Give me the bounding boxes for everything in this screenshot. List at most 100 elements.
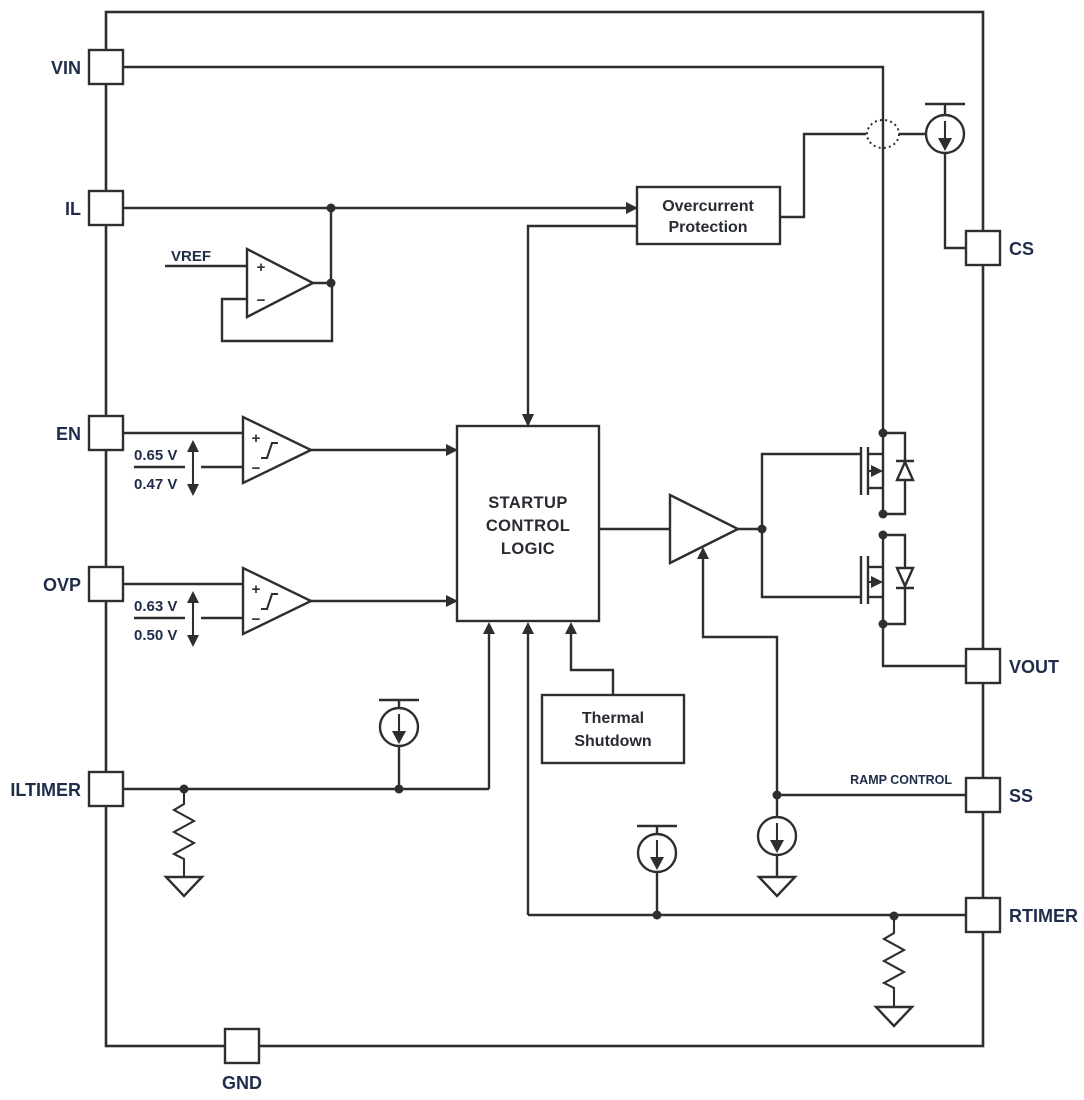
pin-ss [964, 776, 1002, 814]
wire-source-to-cs-pin [943, 153, 966, 250]
ovp-comp-minus: − [252, 611, 261, 628]
opamp-plus: + [257, 259, 266, 276]
pin-il [87, 189, 125, 227]
arrowhead-iltimer-to-startup [483, 622, 495, 634]
pin-cs-label: CS [1009, 239, 1034, 259]
pin-iltimer-label: ILTIMER [10, 780, 81, 800]
junction-fet2-drain [878, 619, 888, 629]
fet1-diode-bottom-lead [883, 480, 907, 516]
junction-iltimer-resistor [179, 784, 189, 794]
arrowhead-en-to-startup [446, 444, 458, 456]
ovp-falling-threshold: 0.50 V [134, 627, 177, 644]
wire-ocp-output [780, 132, 866, 219]
pin-ss-label: SS [1009, 786, 1033, 806]
junction-fet1-drain [878, 428, 888, 438]
en-falling-threshold: 0.47 V [134, 476, 177, 493]
wire-thermal-to-startup [569, 634, 615, 695]
ovp-comparator [241, 566, 314, 636]
pin-iltimer [87, 770, 125, 808]
fet1-body-diode [895, 459, 915, 482]
fet2-body-arrow [871, 576, 883, 588]
en-comp-minus: − [252, 460, 261, 477]
pin-vin [87, 48, 125, 86]
startup-line3: LOGIC [501, 540, 555, 558]
pin-cs [964, 229, 1002, 267]
overcurrent-line2: Protection [668, 219, 747, 236]
vref-label: VREF [171, 248, 211, 265]
overcurrent-line1: Overcurrent [662, 198, 754, 215]
gate-driver-buffer [668, 493, 741, 565]
wire-opamp-feedback [220, 283, 334, 343]
rtimer-source-arrow [650, 857, 664, 870]
junction-fet1-source [878, 509, 888, 519]
ramp-control-label: RAMP CONTROL [850, 773, 952, 787]
pin-en-label: EN [56, 424, 81, 444]
opamp-triangle [245, 247, 316, 319]
pin-ovp-label: OVP [43, 575, 81, 595]
junction-il-opamp [326, 203, 336, 213]
rtimer-ground-symbol [873, 1005, 915, 1028]
pin-rtimer-label: RTIMER [1009, 906, 1078, 926]
fet1-body-arrow [871, 465, 883, 477]
ovp-comp-plus: + [252, 581, 261, 598]
ss-ground-symbol [756, 875, 798, 898]
fet1-diode-top-lead [883, 431, 907, 461]
ic-boundary [104, 10, 985, 1048]
fet2-body-diode [895, 566, 915, 589]
startup-control-logic-block [455, 424, 601, 623]
rtimer-resistor [881, 916, 907, 1006]
cs-current-source-arrow [938, 138, 952, 151]
pin-vout [964, 647, 1002, 685]
ovp-rising-threshold: 0.63 V [134, 598, 177, 615]
iltimer-ground-symbol [163, 875, 205, 898]
thermal-line1: Thermal [582, 710, 644, 727]
pin-vin-label: VIN [51, 58, 81, 78]
opamp-minus: − [257, 292, 266, 309]
pin-il-label: IL [65, 199, 81, 219]
startup-line2: CONTROL [486, 517, 570, 535]
pin-vout-label: VOUT [1009, 657, 1059, 677]
ovp-rise-arrow [187, 591, 199, 603]
junction-gate-bus [757, 524, 767, 534]
startup-line1: STARTUP [488, 494, 568, 512]
ovp-fall-arrow [187, 635, 199, 647]
junction-fet2-source [878, 530, 888, 540]
junction-rtimer-resistor [889, 911, 899, 921]
thermal-line2: Shutdown [574, 733, 651, 750]
ovp-hysteresis-icon [261, 592, 278, 611]
en-comparator [241, 415, 314, 485]
pin-ovp [87, 565, 125, 603]
fet2-diode-bottom-lead [883, 588, 907, 626]
pin-rtimer [964, 896, 1002, 934]
wire-to-vout [881, 624, 966, 668]
en-comp-plus: + [252, 430, 261, 447]
arrowhead-ovp-to-startup [446, 595, 458, 607]
junction-ss [772, 790, 782, 800]
pin-gnd [223, 1027, 261, 1065]
wire-ocp-to-startup [526, 224, 637, 415]
junction-iltimer-source [394, 784, 404, 794]
en-hysteresis-icon [261, 441, 278, 460]
arrowhead-ocp-to-startup [522, 414, 534, 427]
wire-vin-rail [123, 65, 885, 433]
wire-gate-bus-top [760, 452, 861, 529]
en-rise-arrow [187, 440, 199, 452]
thermal-shutdown-block [540, 693, 686, 765]
junction-rtimer-source [652, 910, 662, 920]
junction-opamp-out [326, 278, 336, 288]
arrowhead-il-to-ocp [626, 202, 638, 214]
arrowhead-thermal-to-startup [565, 622, 577, 634]
pin-en [87, 414, 125, 452]
iltimer-source-arrow [392, 731, 406, 744]
iltimer-resistor [171, 789, 197, 876]
ss-source-arrow [770, 840, 784, 853]
en-fall-arrow [187, 484, 199, 496]
en-rising-threshold: 0.65 V [134, 447, 177, 464]
wire-gate-bus-bottom [760, 529, 861, 599]
wire-ramp-to-driver [701, 558, 779, 795]
pin-gnd-label: GND [222, 1073, 262, 1093]
arrowhead-ramp-to-driver [697, 547, 709, 559]
arrowhead-rtimer-to-startup [522, 622, 534, 634]
fet2-diode-top-lead [883, 533, 907, 568]
